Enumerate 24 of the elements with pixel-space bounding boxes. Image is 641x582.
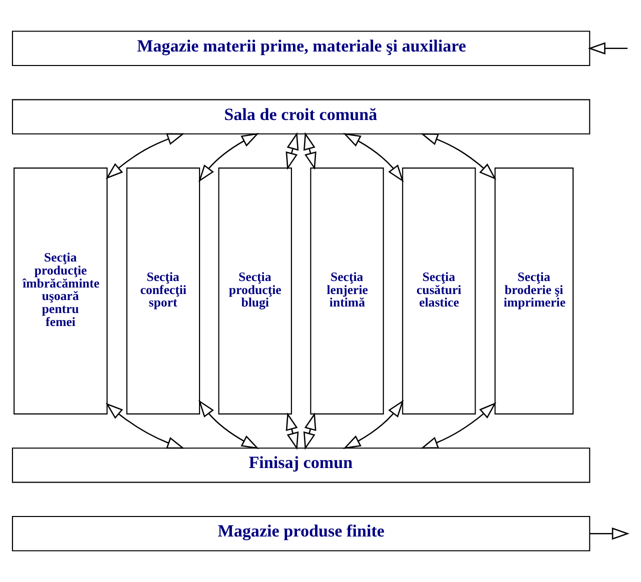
node-box: Sala de croit comună	[12, 99, 590, 134]
arrow	[106, 402, 185, 449]
node-box: Magazie produse finite	[12, 516, 590, 552]
node-box: Magazie materii prime, materiale şi auxiliare	[12, 30, 590, 66]
node-box: Secţia confecţii sport	[126, 168, 200, 414]
arrow	[588, 42, 628, 55]
node-box: Secţia producţie blugi	[218, 168, 292, 414]
arrow	[286, 132, 299, 170]
arrow	[420, 402, 496, 449]
node-box: Finisaj comun	[12, 448, 590, 483]
node-box: Secţia lenjerie intimă	[310, 168, 384, 414]
arrow	[343, 133, 404, 182]
arrow	[590, 527, 630, 540]
arrow	[343, 400, 404, 449]
arrow	[303, 132, 316, 170]
arrow	[198, 400, 260, 449]
node-box: Secţia cusături elastice	[402, 168, 476, 414]
arrow	[198, 133, 260, 182]
node-box: Secţia broderie şi imprimerie	[494, 168, 574, 414]
node-box: Secţia producţie îmbrăcăminte uşoară pentru femei	[14, 168, 108, 414]
arrow	[106, 133, 185, 180]
arrow	[303, 412, 316, 450]
arrow	[420, 133, 496, 180]
arrow	[286, 412, 299, 450]
